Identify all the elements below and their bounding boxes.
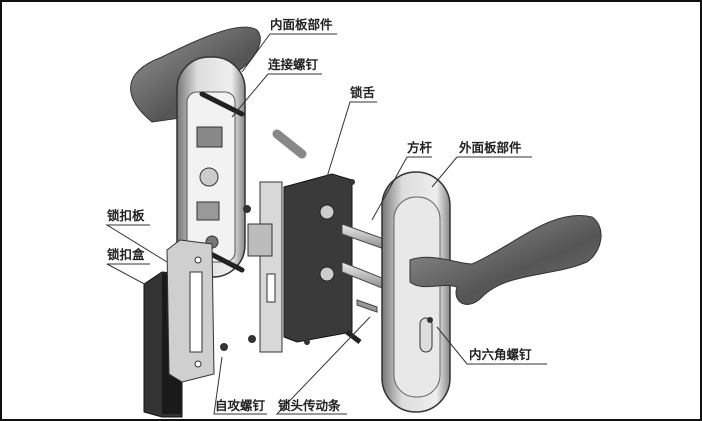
outer-handle <box>409 214 602 305</box>
connect-screw <box>199 91 245 117</box>
label-inner-panel: 内面板部件 <box>270 17 333 32</box>
label-latch-bolt: 锁舌 <box>350 85 376 100</box>
label-strike-box: 锁扣盒 <box>107 247 145 262</box>
cylinder-tailpiece <box>356 299 378 313</box>
outer-panel <box>381 171 451 413</box>
tapping-screws <box>220 179 355 351</box>
label-strike-plate: 锁扣板 <box>107 208 145 223</box>
hex-screw <box>345 330 362 344</box>
connect-screw <box>204 249 245 273</box>
label-connect-screw: 连接螺钉 <box>268 57 319 72</box>
label-cylinder-tailpiece: 锁头传动条 <box>278 398 341 413</box>
inner-panel <box>176 56 246 278</box>
label-square-spindle: 方杆 <box>407 140 433 155</box>
mortise-lock-body <box>247 173 353 353</box>
label-outer-panel: 外面板部件 <box>458 140 522 155</box>
label-hex-screw: 内六角螺钉 <box>469 347 532 362</box>
strike-plate <box>166 239 215 383</box>
label-tapping-screw: 自攻螺钉 <box>215 398 266 413</box>
spindle-pin <box>272 129 307 159</box>
